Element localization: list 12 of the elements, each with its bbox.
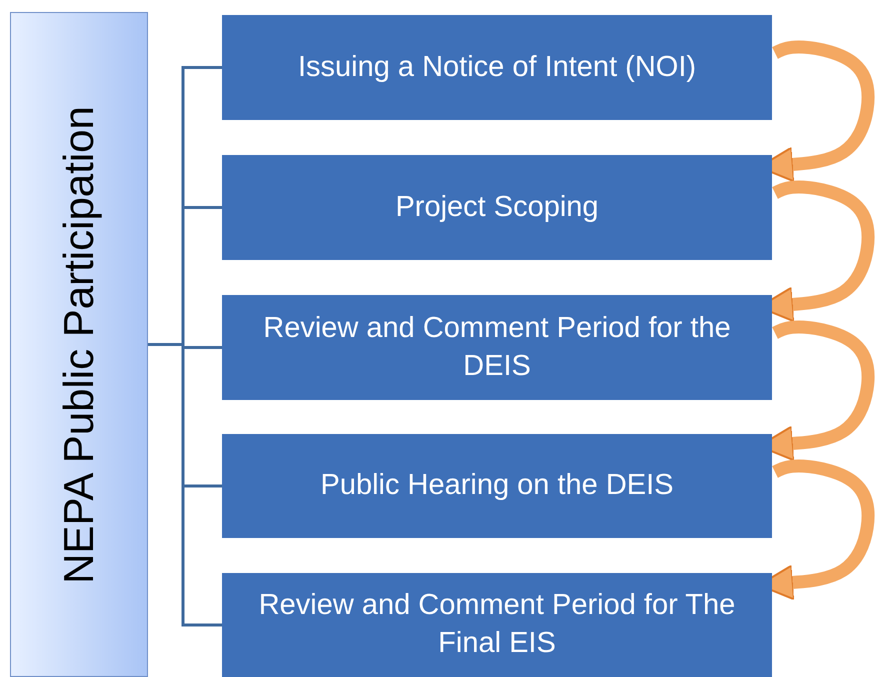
process-box (222, 573, 772, 677)
process-box (222, 155, 772, 260)
process-box (222, 15, 772, 120)
process-box (222, 295, 772, 400)
step-label: Project Scoping (394, 190, 600, 225)
step-label: Review and Comment Period for The Final EIS (258, 588, 736, 661)
panel-title: NEPA Public Participation (55, 104, 103, 586)
process-box (222, 434, 772, 538)
step-label: Review and Comment Period for the DEIS (262, 310, 732, 384)
title-panel (10, 12, 148, 677)
step-label: Issuing a Notice of Intent (NOI) (296, 50, 698, 85)
step-label: Public Hearing on the DEIS (319, 468, 675, 504)
